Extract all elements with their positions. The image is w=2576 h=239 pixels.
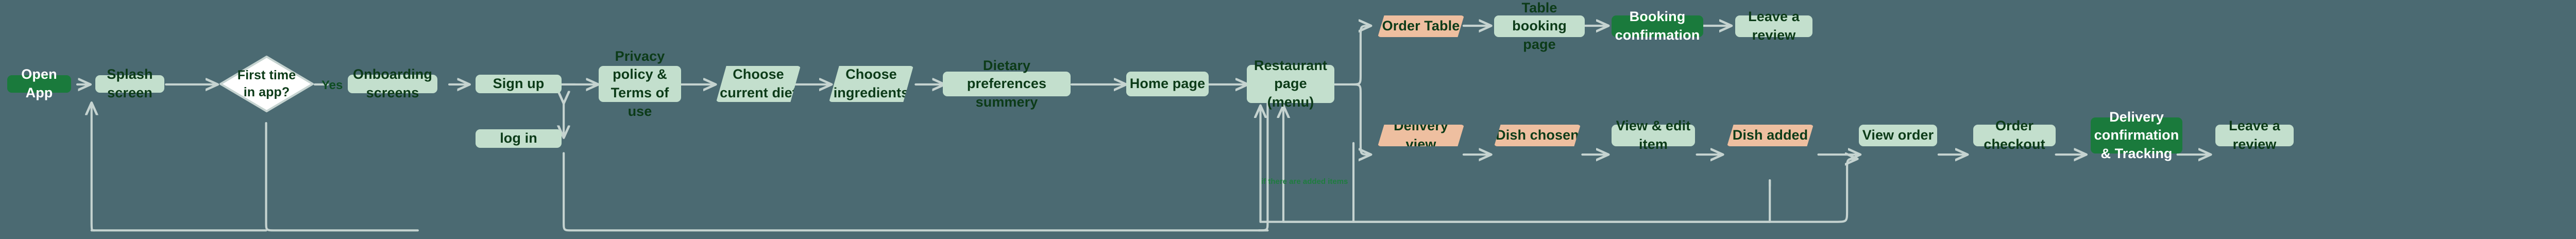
node-label: First time in app? bbox=[237, 68, 296, 99]
node-booking-confirmation[interactable]: Booking confirmation bbox=[1612, 9, 1703, 43]
node-log-in[interactable]: log in bbox=[476, 129, 562, 148]
node-splash-screen[interactable]: Splash screen bbox=[95, 66, 164, 100]
node-label: Sign up bbox=[493, 76, 545, 92]
node-onboarding-screens[interactable]: Onboarding screens bbox=[348, 66, 437, 100]
node-leave-a-review-bottom[interactable]: Leave a review bbox=[2215, 118, 2294, 152]
node-table-booking-page[interactable]: Table booking page bbox=[1494, 0, 1585, 52]
node-label: Order checkout bbox=[1984, 118, 2045, 152]
node-label: View order bbox=[1862, 127, 1934, 143]
node-delivery-confirmation-tracking[interactable]: Delivery confirmation & Tracking bbox=[2091, 109, 2182, 161]
node-privacy-policy-terms[interactable]: Privacy policy & Terms of use bbox=[599, 48, 681, 119]
node-view-edit-item[interactable]: View & edit item bbox=[1612, 118, 1695, 152]
node-label: Delivery confirmation & Tracking bbox=[2094, 109, 2179, 161]
node-label: Delivery view bbox=[1394, 118, 1448, 152]
node-label: Choose ingredients bbox=[833, 66, 909, 100]
node-view-order[interactable]: View order bbox=[1859, 125, 1937, 146]
node-label: Open App bbox=[21, 66, 57, 100]
node-label: Leave a review bbox=[2229, 118, 2280, 152]
edge-label-yes: Yes bbox=[321, 78, 343, 92]
node-delivery-view[interactable]: Delivery view bbox=[1378, 125, 1464, 146]
node-label: Restaurant page (menu) bbox=[1253, 57, 1328, 110]
diamond-shape-icon bbox=[219, 56, 314, 112]
node-label: Table booking page bbox=[1512, 0, 1567, 52]
node-choose-current-diet[interactable]: Choose current diet bbox=[716, 66, 801, 102]
node-order-table[interactable]: Order Table bbox=[1378, 15, 1464, 37]
node-label: Booking confirmation bbox=[1615, 9, 1700, 43]
node-label: Dish chosen bbox=[1496, 127, 1579, 143]
node-restaurant-page-menu[interactable]: Restaurant page (menu) bbox=[1247, 58, 1334, 110]
node-label: Splash screen bbox=[107, 66, 153, 100]
node-home-page[interactable]: Home page bbox=[1126, 72, 1209, 96]
node-label: Leave a review bbox=[1748, 9, 1800, 43]
node-order-checkout[interactable]: Order checkout bbox=[1973, 118, 2056, 152]
node-label: Home page bbox=[1129, 76, 1206, 92]
node-label: Privacy policy & Terms of use bbox=[611, 48, 669, 119]
node-label: Choose current diet bbox=[720, 66, 797, 100]
node-dish-chosen[interactable]: Dish chosen bbox=[1494, 125, 1581, 146]
node-leave-a-review-top[interactable]: Leave a review bbox=[1735, 9, 1812, 43]
node-dietary-preferences-summery[interactable]: Dietary preferences summery bbox=[943, 58, 1071, 110]
node-label: log in bbox=[500, 130, 537, 146]
node-choose-ingredients[interactable]: Choose ingredients bbox=[829, 66, 913, 102]
node-open-app[interactable]: Open App bbox=[7, 66, 71, 100]
node-sign-up[interactable]: Sign up bbox=[476, 75, 562, 93]
node-dish-added[interactable]: Dish added bbox=[1727, 125, 1814, 146]
node-first-time-in-app[interactable]: First time in app? bbox=[219, 55, 314, 113]
node-label: View & edit item bbox=[1616, 118, 1691, 152]
node-label: Dietary preferences summery bbox=[967, 57, 1047, 110]
note-added-items: if there are added items bbox=[1261, 177, 1348, 186]
node-label: Onboarding screens bbox=[353, 66, 432, 100]
node-label: Order Table bbox=[1382, 18, 1460, 34]
node-label: Dish added bbox=[1732, 127, 1808, 143]
